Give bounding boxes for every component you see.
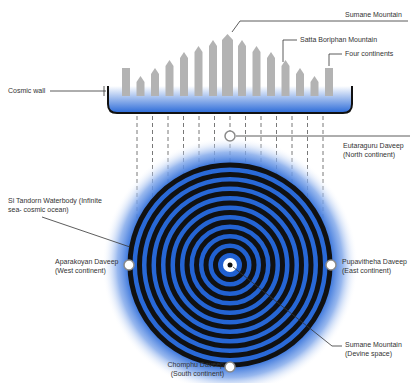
mountain-bar xyxy=(267,52,275,96)
continent-dot xyxy=(124,260,134,270)
mountains xyxy=(122,34,333,96)
mountain-bar xyxy=(151,68,159,96)
ocean-glow xyxy=(102,137,358,383)
mountain-bar xyxy=(222,34,233,96)
leader-line xyxy=(329,54,342,66)
continent-label: Pupavitheha Daveep (East continent) xyxy=(342,258,410,275)
leader-lines xyxy=(42,21,410,346)
wall-label: Cosmic wall xyxy=(8,87,52,96)
center-circle xyxy=(223,258,237,272)
mountain-bar xyxy=(195,46,203,96)
ocean-label: Si Tandorn Waterbody (Infinite sea- cosm… xyxy=(8,197,106,214)
leader-line xyxy=(50,91,106,92)
mountain-bar xyxy=(209,40,217,96)
ring xyxy=(187,222,273,308)
center-dot xyxy=(228,263,233,268)
mountain-bar xyxy=(180,52,188,96)
mountain-label: Sumane Mountain (Devine space) xyxy=(345,341,407,358)
mountain-bar xyxy=(282,60,290,96)
continent-dot xyxy=(225,131,235,141)
leader-line xyxy=(104,86,105,96)
mountain-bar xyxy=(253,46,261,96)
mountain-bar xyxy=(296,68,304,96)
mountain-bar xyxy=(311,76,319,96)
mountain-bar xyxy=(325,68,333,96)
leader-line xyxy=(233,267,342,346)
mountain-label: Satta Boriphan Mountain xyxy=(300,36,410,45)
continent-label: Chomphu Daveep (South continent) xyxy=(162,361,224,378)
continent-dot xyxy=(225,362,235,372)
ring xyxy=(216,251,245,280)
leader-line xyxy=(236,136,410,137)
concentric-rings xyxy=(130,165,330,365)
continent-label: Aparakoyan Daveep (West continent) xyxy=(55,258,119,275)
continent-dot xyxy=(326,260,336,270)
ring xyxy=(159,194,302,337)
ring xyxy=(206,241,254,289)
ring xyxy=(140,175,321,356)
continents-label: Four continents xyxy=(345,50,411,59)
mountain-bar xyxy=(166,60,174,96)
ring xyxy=(168,203,292,327)
leader-line xyxy=(232,21,408,32)
cosmic-wall xyxy=(108,86,352,113)
ring xyxy=(130,165,330,365)
mountain-bar xyxy=(238,40,246,96)
ring xyxy=(149,184,311,346)
continent-label: Eutaraguru Daveep (North continent) xyxy=(343,142,409,159)
mountain-label: Sumane Mountain xyxy=(345,11,411,20)
leader-line xyxy=(283,40,297,62)
ring xyxy=(197,232,264,299)
ring xyxy=(178,213,283,318)
leader-line xyxy=(42,217,130,247)
mountain-bar xyxy=(137,76,145,96)
mountain-bar xyxy=(122,68,130,96)
